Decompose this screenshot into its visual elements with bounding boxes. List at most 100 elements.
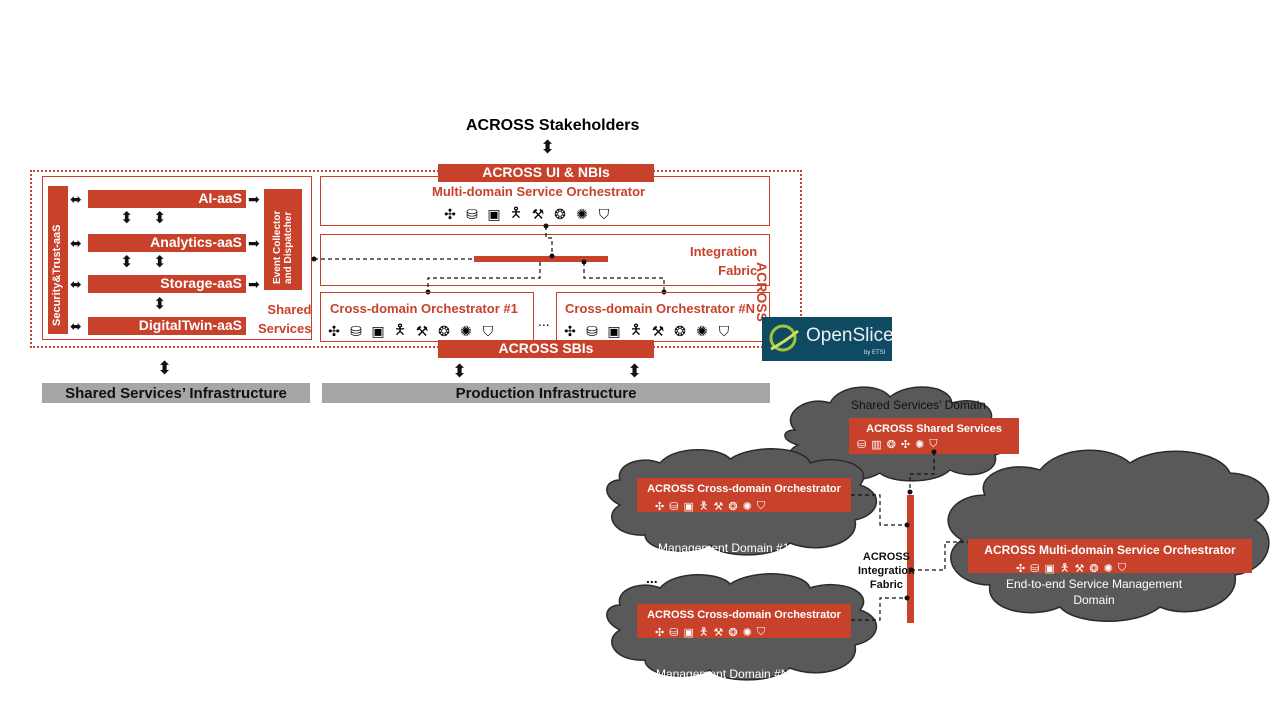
mdso-box-b: ACROSS Multi-domain Service Orchestrator… (968, 539, 1252, 575)
analytics-aas-box: Analytics-aaS (88, 234, 246, 252)
tools-icon: ⚒ (713, 501, 724, 513)
security-trust-bar: Security&Trust-aaS (48, 186, 68, 334)
stakeholders-label: ACROSS Stakeholders (466, 117, 640, 134)
network-icon: ✣ (900, 439, 911, 451)
integration-fabric-label-2: Fabric (718, 263, 758, 278)
network-icon: ✣ (1016, 563, 1026, 575)
tools-icon: ⚒ (415, 322, 429, 339)
mgmtN-label: Management Domain #N (656, 667, 790, 681)
database-icon: ⛁ (350, 322, 362, 339)
tools-icon: ⚒ (531, 205, 545, 222)
e2e-label-1: End-to-end Service Management (1005, 577, 1183, 591)
shield-icon: ⛉ (718, 322, 730, 339)
cdoN-icon-row: ✣⛁▣🯅⚒❂✺⛉ (562, 319, 732, 343)
fabric-label-3: Fabric (869, 579, 903, 591)
updown-arrow-icon: ⬍ (452, 361, 468, 381)
cdoN-box-b: ACROSS Cross-domain Orchestrator ✣⛁▣🯅⚒❂✺… (637, 604, 851, 639)
network-icon: ✣ (564, 322, 576, 339)
brain-icon: ❂ (554, 205, 566, 222)
fabric-connectors (311, 223, 667, 295)
analytics-icon: ▥ (871, 439, 882, 451)
shield-icon: ⛉ (598, 205, 610, 222)
fabric-label-1: ACROSS (862, 551, 910, 563)
sbis-bar: ACROSS SBIs (438, 340, 654, 358)
openslice-logo: OpenSlice by ETSI (762, 317, 894, 361)
cdo-box-label: ACROSS Cross-domain Orchestrator (647, 609, 841, 621)
event-collector-label-2: and Dispatcher (283, 211, 294, 284)
dots-label: ... (646, 570, 658, 586)
chip-icon: ✺ (1103, 563, 1113, 575)
shield-icon: ⛉ (1117, 562, 1127, 574)
tools-icon: ⚒ (713, 627, 724, 639)
database-icon: ⛁ (466, 205, 478, 222)
ellipsis: ... (538, 313, 550, 329)
fabric-bus (474, 256, 608, 262)
left-right-arrow-icon: ⬌ (70, 235, 82, 251)
monitor-icon: ▣ (1044, 563, 1055, 575)
right-arrow-icon: ➡ (248, 191, 260, 207)
updown-arrow-icon: ⬍ (120, 210, 134, 227)
updown-arrow-icon: ⬍ (153, 254, 167, 271)
mgmt1-label: Management Domain #1 (658, 541, 790, 555)
database-icon: ⛁ (669, 627, 679, 639)
shield-icon: ⛉ (929, 438, 938, 450)
monitor-icon: ▣ (683, 627, 694, 639)
openslice-mark-icon (769, 324, 799, 352)
network-icon: ✣ (328, 322, 340, 339)
cdo1-box-b: ACROSS Cross-domain Orchestrator ✣⛁▣🯅⚒❂✺… (637, 478, 851, 513)
monitor-icon: ▣ (371, 322, 385, 339)
shared-services-label-1: Shared (267, 302, 312, 317)
brain-icon: ❂ (1089, 563, 1099, 575)
digitaltwin-aas-box: DigitalTwin-aaS (88, 317, 246, 335)
shared-services-box-label: ACROSS Shared Services (866, 423, 1002, 435)
chip-icon: ✺ (915, 439, 925, 451)
monitor-icon: ▣ (487, 205, 501, 222)
production-infra-bar: Production Infrastructure (322, 383, 770, 403)
ui-nbis-bar: ACROSS UI & NBIs (438, 164, 654, 182)
cdoN-label: Cross-domain Orchestrator #N (565, 301, 755, 316)
integration-fabric-box (320, 234, 770, 286)
integration-fabric-label-1: Integration (690, 244, 758, 259)
left-right-arrow-icon: ⬌ (70, 191, 82, 207)
chip-icon: ✺ (576, 205, 588, 222)
updown-arrow-icon: ⬍ (153, 296, 167, 313)
shared-icon-row: ⛁ ▥ ❂ ✣ ✺ ⛉ (857, 438, 1019, 451)
shared-services-box-b: ACROSS Shared Services ⛁ ▥ ❂ ✣ ✺ ⛉ (849, 418, 1019, 454)
updown-arrow-icon: ⬍ (157, 358, 173, 378)
shared-services-box (42, 176, 312, 340)
chip-icon: ✺ (696, 322, 708, 339)
mdso-icon-row: ✣⛁▣🯅⚒❂✺⛉ (442, 202, 612, 226)
cdo1-label: Cross-domain Orchestrator #1 (330, 301, 518, 316)
fabric-vertical-bus (907, 495, 914, 623)
chip-icon: ✺ (742, 627, 752, 639)
network-icon: ✣ (655, 501, 665, 513)
updown-arrow-icon: ⬍ (540, 137, 556, 157)
network-icon: ✣ (444, 205, 456, 222)
shared-infra-bar: Shared Services’ Infrastructure (42, 383, 310, 403)
left-right-arrow-icon: ⬌ (70, 318, 82, 334)
fabric-label-2: Integration (858, 565, 915, 577)
tools-icon: ⚒ (651, 322, 665, 339)
mdso-label: Multi-domain Service Orchestrator (432, 184, 646, 199)
chip-icon: ✺ (460, 322, 472, 339)
storage-aas-box: Storage-aaS (88, 275, 246, 293)
openslice-sub: by ETSI (864, 350, 886, 356)
event-collector-label-1: Event Collector (272, 210, 283, 284)
tools-icon: ⚒ (1074, 563, 1085, 575)
network-icon: ✣ (655, 627, 665, 639)
fabric-links (851, 449, 968, 621)
person-icon: 🯅 (698, 626, 709, 638)
left-right-arrow-icon: ⬌ (70, 276, 82, 292)
mdso-icon-row-b: ✣⛁▣🯅⚒❂✺⛉ (1016, 559, 1252, 578)
updown-arrow-icon: ⬍ (120, 254, 134, 271)
shield-icon: ⛉ (482, 322, 494, 339)
cdo1-icon-row-b: ✣⛁▣🯅⚒❂✺⛉ (655, 497, 851, 516)
shield-icon: ⛉ (756, 500, 766, 512)
updown-arrow-icon: ⬍ (627, 361, 643, 381)
database-icon: ⛁ (857, 439, 867, 451)
ai-aas-box: AI-aaS (88, 190, 246, 208)
database-icon: ⛁ (1030, 563, 1040, 575)
database-icon: ⛁ (586, 322, 598, 339)
shared-services-label-2: Services (258, 321, 312, 336)
brain-icon: ❂ (886, 439, 896, 451)
